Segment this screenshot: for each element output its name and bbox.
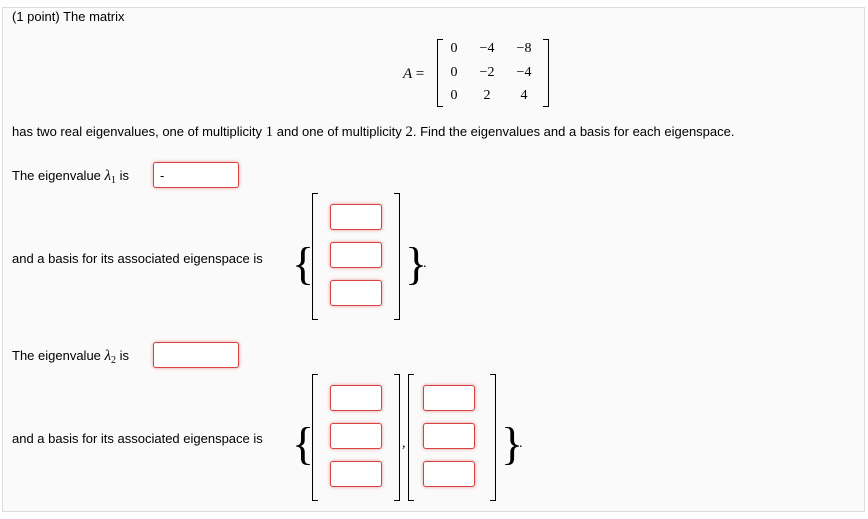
statement-text: . Find the eigenvalues and a basis for e… [412, 124, 735, 139]
multiplicity-2: 2 [405, 124, 413, 140]
problem-panel: (1 point) The matrix A = 0 −4 −8 0 −2 −4… [2, 7, 865, 512]
basis-2-vector-2-entry-1-input[interactable] [423, 385, 475, 411]
matrix-left-bracket [437, 39, 443, 107]
label-text: The eigenvalue [12, 348, 105, 363]
problem-title: (1 point) The matrix [12, 9, 125, 24]
lambda-symbol: λ [104, 168, 112, 184]
vector-right-bracket [394, 374, 400, 501]
equals-sign: = [415, 66, 425, 82]
statement-text: and one of multiplicity [273, 124, 406, 139]
basis-2-vector-1-entry-2-input[interactable] [330, 423, 382, 449]
multiplicity-1: 1 [265, 124, 274, 140]
matrix-cell: 0 [450, 41, 458, 56]
matrix-cell: 4 [520, 88, 528, 103]
lambda-subscript: 1 [111, 175, 117, 186]
matrix-cell: 0 [450, 88, 458, 103]
matrix-cell: −4 [516, 65, 532, 80]
basis-2-vector-2-entry-2-input[interactable] [423, 423, 475, 449]
open-brace: { [292, 238, 315, 289]
vector-left-bracket [408, 374, 414, 501]
matrix-cell: −4 [479, 41, 495, 56]
matrix-A: 0 −4 −8 0 −2 −4 0 2 4 [437, 39, 549, 107]
vector-separator: , [402, 436, 406, 451]
vector-left-bracket [312, 193, 318, 320]
period: . [423, 256, 427, 271]
close-brace: } [501, 418, 524, 469]
label-text: is [116, 348, 130, 363]
basis-2-vector-1-entry-1-input[interactable] [330, 385, 382, 411]
basis-1-vector [312, 193, 400, 320]
eigenvalue-2-input[interactable] [153, 342, 239, 368]
basis-2-label: and a basis for its associated eigenspac… [12, 431, 263, 446]
basis-2-vector-1 [312, 374, 400, 501]
matrix-cell: −2 [479, 65, 495, 80]
statement-text: has two real eigenvalues, one of multipl… [12, 124, 266, 139]
matrix-cell: 2 [483, 88, 491, 103]
vector-right-bracket [490, 374, 496, 501]
problem-statement: has two real eigenvalues, one of multipl… [12, 124, 734, 141]
close-brace: } [405, 238, 428, 289]
vector-left-bracket [312, 374, 318, 501]
basis-1-label: and a basis for its associated eigenspac… [12, 251, 263, 266]
basis-1-entry-1-input[interactable] [330, 204, 382, 230]
matrix-equation: A = [403, 66, 424, 83]
matrix-cell: 0 [450, 65, 458, 80]
vector-right-bracket [394, 193, 400, 320]
eigenvalue-2-label: The eigenvalue λ2 is [12, 348, 130, 366]
period: . [519, 436, 523, 451]
lambda-subscript: 2 [111, 355, 117, 366]
basis-1-entry-3-input[interactable] [330, 280, 382, 306]
eigenvalue-1-label: The eigenvalue λ1 is [12, 168, 130, 186]
lambda-symbol: λ [104, 348, 112, 364]
open-brace: { [292, 418, 315, 469]
top-strip [0, 0, 868, 7]
matrix-right-bracket [543, 39, 549, 107]
matrix-cell: −8 [516, 41, 532, 56]
basis-2-vector-2-entry-3-input[interactable] [423, 461, 475, 487]
eigenvalue-1-input[interactable] [153, 162, 239, 188]
matrix-label: A [403, 66, 413, 82]
basis-2-vector-1-entry-3-input[interactable] [330, 461, 382, 487]
basis-2-vector-2 [408, 374, 496, 501]
basis-1-entry-2-input[interactable] [330, 242, 382, 268]
label-text: is [116, 168, 130, 183]
label-text: The eigenvalue [12, 168, 105, 183]
